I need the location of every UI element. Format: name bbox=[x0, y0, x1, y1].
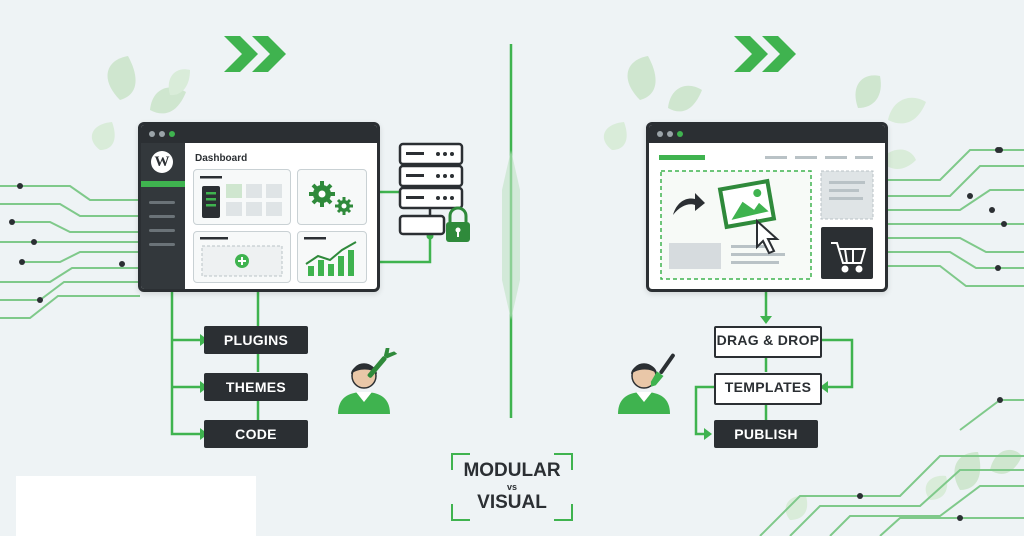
sidebar-item[interactable] bbox=[149, 201, 175, 204]
dashboard-window: W Dashboard bbox=[138, 122, 380, 292]
window-dot bbox=[149, 131, 155, 137]
widget-card-layout[interactable] bbox=[193, 169, 291, 225]
dashboard-title: Dashboard bbox=[195, 153, 248, 164]
developer-figure bbox=[338, 348, 398, 414]
divider-glow bbox=[502, 150, 520, 320]
add-widget-graphic bbox=[200, 237, 283, 277]
lock-icon bbox=[446, 206, 470, 242]
circuit-nodes-left bbox=[9, 183, 125, 303]
arrowheads-right bbox=[704, 316, 828, 440]
window-dot bbox=[159, 131, 165, 137]
leaf-icon bbox=[603, 56, 926, 169]
window-dot bbox=[667, 131, 673, 137]
sidebar-active-item[interactable] bbox=[141, 181, 185, 187]
window-dot bbox=[657, 131, 663, 137]
designer-figure bbox=[618, 353, 675, 414]
center-badge-frame bbox=[451, 453, 573, 521]
leaf-icon bbox=[785, 449, 1022, 520]
sidebar-item[interactable] bbox=[149, 243, 175, 246]
editor-canvas[interactable] bbox=[649, 143, 885, 289]
wrench-icon bbox=[367, 348, 398, 378]
step-code[interactable]: CODE bbox=[204, 420, 308, 448]
cart-icon bbox=[831, 242, 867, 273]
paintbrush-icon bbox=[650, 353, 675, 387]
circuit-nodes-right bbox=[967, 147, 1007, 271]
chevron-right-icon bbox=[734, 36, 796, 72]
widget-card-analytics[interactable] bbox=[297, 231, 367, 283]
window-dot bbox=[677, 131, 683, 137]
window-titlebar bbox=[141, 125, 377, 143]
server-icon bbox=[398, 142, 470, 242]
window-dot bbox=[169, 131, 175, 137]
left-flow-connectors bbox=[170, 190, 432, 436]
circuit-lines-right bbox=[886, 149, 1024, 287]
dashboard-sidebar: W bbox=[141, 143, 185, 289]
widget-card-settings[interactable] bbox=[297, 169, 367, 225]
move-arrow-icon bbox=[673, 193, 705, 215]
circuit-nodes-bottom bbox=[857, 397, 1003, 521]
sidebar-item[interactable] bbox=[149, 215, 175, 218]
sidebar-item[interactable] bbox=[149, 229, 175, 232]
gear-icon bbox=[309, 181, 353, 215]
layout-widget-graphic bbox=[200, 176, 282, 218]
widget-card-add[interactable] bbox=[193, 231, 291, 283]
right-flow-connectors bbox=[694, 290, 854, 436]
step-templates[interactable]: TEMPLATES bbox=[714, 373, 822, 405]
user-icon bbox=[338, 363, 390, 414]
comparison-badge: MODULAR vs VISUAL bbox=[452, 453, 572, 521]
step-themes[interactable]: THEMES bbox=[204, 373, 308, 401]
bar-chart-icon bbox=[304, 237, 357, 276]
image-icon bbox=[717, 178, 777, 230]
step-plugins[interactable]: PLUGINS bbox=[204, 326, 308, 354]
badge-bottom-text: VISUAL bbox=[477, 492, 547, 513]
step-publish[interactable]: PUBLISH bbox=[714, 420, 818, 448]
badge-vs-text: vs bbox=[506, 482, 517, 492]
wordpress-icon: W bbox=[151, 151, 173, 173]
cursor-icon bbox=[756, 218, 780, 255]
visual-editor-window bbox=[646, 122, 888, 292]
circuit-lines-bottom bbox=[759, 399, 1024, 536]
window-titlebar bbox=[649, 125, 885, 143]
chevron-right-icon bbox=[224, 36, 286, 72]
badge-top-text: MODULAR bbox=[463, 460, 561, 481]
leaf-icon bbox=[91, 56, 190, 150]
step-drag-drop[interactable]: DRAG & DROP bbox=[714, 326, 822, 358]
blank-panel bbox=[16, 476, 256, 536]
circuit-lines-left bbox=[0, 185, 140, 319]
